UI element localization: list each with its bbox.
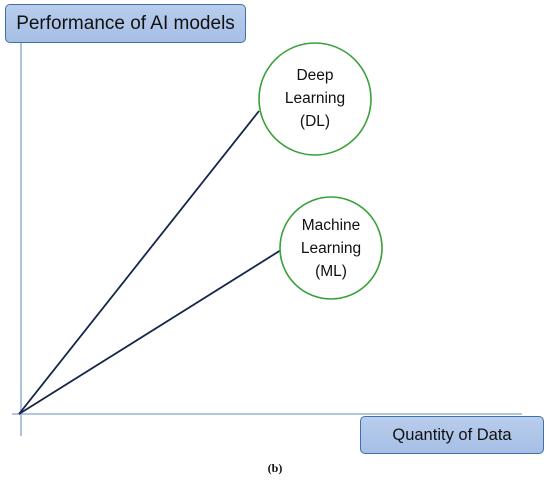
machine-learning-label-line3: (ML)	[315, 263, 347, 280]
machine-learning-bubble	[279, 196, 383, 300]
deep-learning-bubble	[258, 42, 372, 156]
deep-learning-label-line2: Learning	[284, 90, 346, 107]
figure-caption: (b)	[267, 461, 283, 475]
machine-learning-label: Machine Learning (ML)	[279, 214, 383, 283]
deep-learning-label: Deep Learning (DL)	[258, 64, 372, 133]
deep-learning-label-line1: Deep	[296, 67, 334, 84]
x-axis-label-text: Quantity of Data	[392, 425, 512, 444]
deep-learning-label-line3: (DL)	[299, 113, 331, 130]
x-axis-label: Quantity of Data	[360, 416, 544, 454]
y-axis-label: Performance of AI models	[5, 4, 246, 43]
deep-learning-trend-line	[18, 110, 260, 415]
machine-learning-label-line2: Learning	[300, 240, 362, 257]
machine-learning-trend-line	[18, 249, 282, 415]
y-axis-label-text: Performance of AI models	[16, 12, 235, 34]
machine-learning-label-line1: Machine	[301, 217, 361, 234]
